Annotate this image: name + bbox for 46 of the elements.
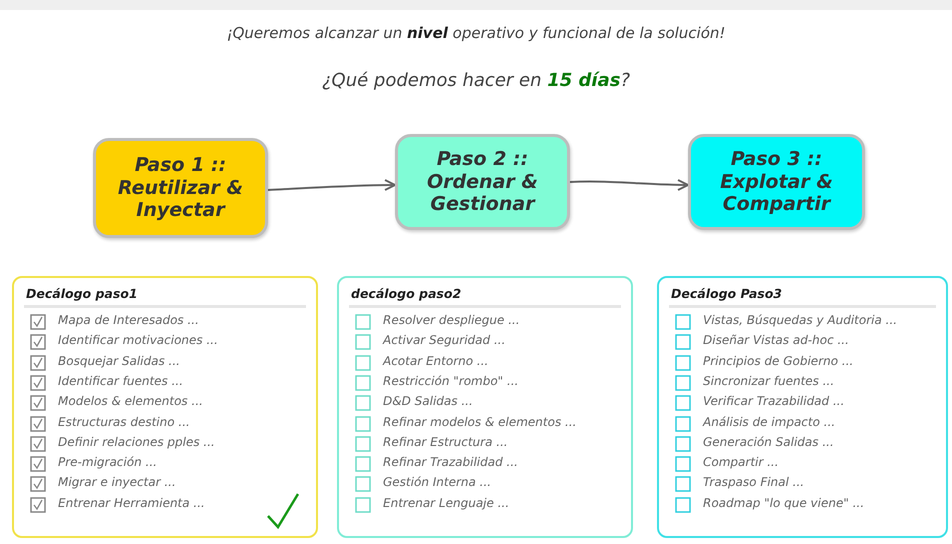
subtitle-text: ¿Qué podemos hacer en 15 días? [320, 70, 632, 91]
step-label: Paso 1 :: Reutilizar & Inyectar [116, 154, 244, 222]
step-label: Paso 3 :: Explotar & Compartir [719, 148, 834, 216]
checklist-item: Acotar Entorno ... [383, 354, 488, 368]
title-text: ¡Queremos alcanzar un nivel operativo y funcional de la solución! [226, 24, 726, 42]
checklist-item: Mapa de Interesados ... [58, 313, 199, 327]
checklist-item: Migrar e inyectar ... [58, 475, 176, 490]
checklist-item: Roadmap "lo que viene" ... [703, 496, 864, 510]
checklist-item: Modelos & elementos ... [58, 394, 203, 408]
checklist-item: Definir relaciones pples ... [58, 434, 215, 449]
step-box [395, 134, 570, 230]
arrow [570, 178, 689, 191]
checklist-item: Resolver despliegue ... [383, 313, 520, 327]
checklist-panel [337, 276, 633, 538]
checklist-item: Estructuras destino ... [58, 414, 190, 428]
checklist-item: Restricción "rombo" ... [383, 374, 518, 388]
checklist-item: Identificar motivaciones ... [58, 333, 218, 348]
checklist-item: Entrenar Herramienta ... [58, 496, 205, 510]
checklist-panel [12, 276, 318, 538]
checklist-item: Identificar fuentes ... [58, 374, 184, 388]
step-box [688, 134, 865, 230]
checklist-item: Pre-migración ... [58, 455, 157, 470]
checklist-item: Refinar Estructura ... [383, 434, 508, 449]
checklist-item: Entrenar Lenguaje ... [383, 496, 510, 510]
arrow [268, 179, 396, 192]
checklist-heading: Decálogo paso1 [26, 286, 138, 301]
checklist-panel [657, 276, 948, 538]
checklist-heading: decálogo paso2 [351, 286, 462, 301]
checklist-item: Vistas, Búsquedas y Auditoria ... [703, 313, 898, 327]
checklist-item: D&D Salidas ... [383, 394, 473, 408]
checklist-item: Refinar modelos & elementos ... [383, 414, 576, 428]
checklist-heading: Decálogo Paso3 [671, 286, 782, 301]
step-box [93, 138, 268, 238]
checklist-item: Gestión Interna ... [383, 475, 492, 490]
checklist-item: Verificar Trazabilidad ... [703, 394, 844, 408]
checklist-item: Traspaso Final ... [703, 475, 804, 490]
checklist-item: Diseñar Vistas ad-hoc ... [703, 333, 849, 348]
checklist-item: Generación Salidas ... [703, 434, 834, 449]
checklist-item: Activar Seguridad ... [383, 333, 506, 348]
checklist-item: Refinar Trazabilidad ... [383, 455, 518, 470]
checklist-item: Principios de Gobierno ... [703, 354, 854, 368]
checklist-item: Compartir ... [703, 455, 779, 470]
step-label: Paso 2 :: Ordenar & Gestionar [426, 148, 539, 216]
checklist-item: Bosquejar Salidas ... [58, 354, 180, 368]
checklist-item: Análisis de impacto ... [703, 414, 836, 428]
checklist-item: Sincronizar fuentes ... [703, 374, 834, 388]
